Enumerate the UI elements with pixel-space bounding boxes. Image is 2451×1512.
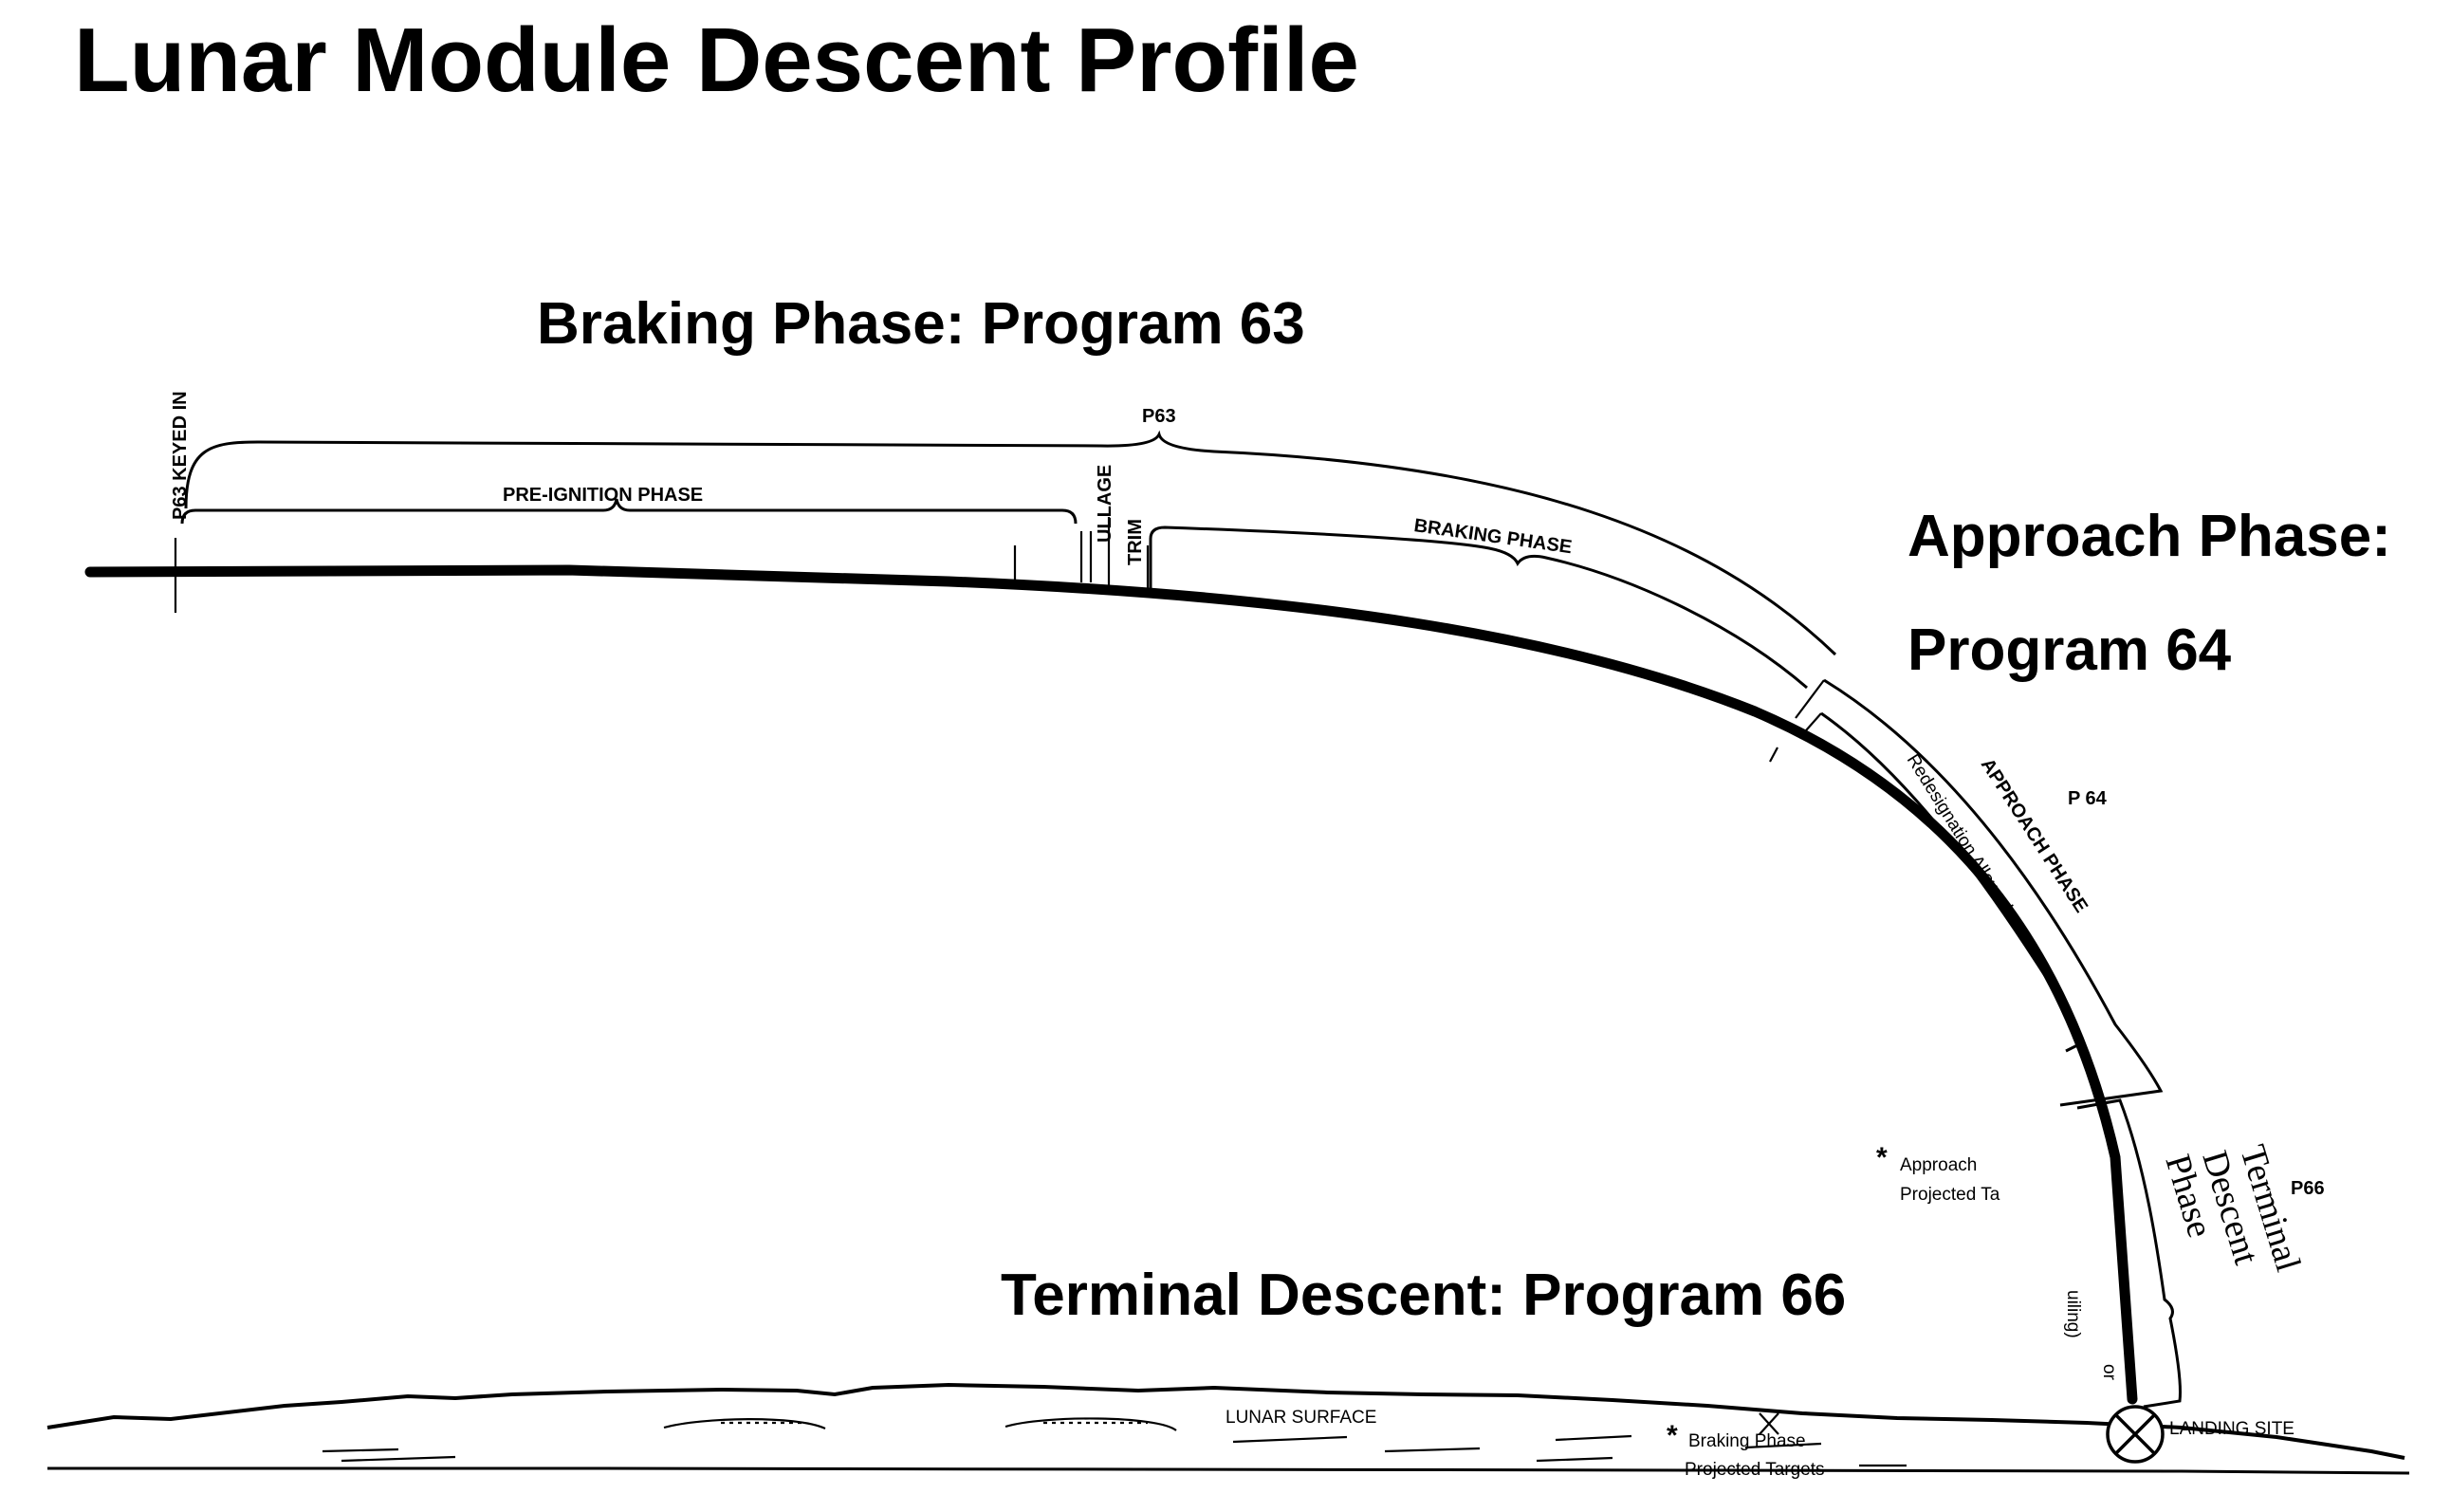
approach-phase-heading-line1: Approach Phase: <box>1907 504 2391 569</box>
p63-brace <box>184 430 1837 656</box>
page-title: Lunar Module Descent Profile <box>74 9 1359 111</box>
trim-label: TRIM <box>1125 519 1146 565</box>
terminal-descent-heading: Terminal Descent: Program 66 <box>1001 1263 1847 1328</box>
braking-phase-heading: Braking Phase: Program 63 <box>537 291 1305 357</box>
braking-asterisk: * <box>1667 1420 1678 1451</box>
braking-phase-label: BRAKING PHASE <box>1412 515 1573 558</box>
terminal-descent-brace <box>2076 1098 2182 1409</box>
p66-label: P66 <box>2291 1178 2325 1199</box>
clipped-text-fragment-1: uiling) <box>2063 1290 2083 1338</box>
braking-phase-brace <box>1149 526 1808 690</box>
approach-phase-heading-line2: Program 64 <box>1907 618 2232 683</box>
redesignation-brace <box>1820 711 2079 1053</box>
pre-ignition-brace <box>180 498 1078 525</box>
clipped-text-fragment-2: or <box>2099 1364 2119 1381</box>
landing-site-marker <box>2106 1405 2165 1464</box>
braking-targets-label-2: Projected Targets <box>1685 1460 1825 1480</box>
p63-label: P63 <box>1142 406 1176 427</box>
approach-targets-label-2: Projected Ta <box>1900 1185 2000 1205</box>
descent-trajectory <box>84 564 2138 1405</box>
approach-targets-label-1: Approach <box>1900 1155 1977 1175</box>
landing-site-label: LANDING SITE <box>2169 1419 2294 1439</box>
approach-phase-brace <box>1823 678 2164 1107</box>
p64-label: P 64 <box>2068 788 2108 809</box>
approach-asterisk: * <box>1876 1142 1888 1173</box>
pre-ignition-label: PRE-IGNITION PHASE <box>503 485 703 506</box>
lunar-surface <box>46 1382 2410 1475</box>
lunar-surface-label: LUNAR SURFACE <box>1226 1408 1376 1428</box>
ullage-label: ULLAGE <box>1095 465 1115 543</box>
p63-keyed-in-label: P63 KEYED IN <box>170 391 191 520</box>
braking-targets-label-1: Braking Phase <box>1688 1431 1806 1451</box>
